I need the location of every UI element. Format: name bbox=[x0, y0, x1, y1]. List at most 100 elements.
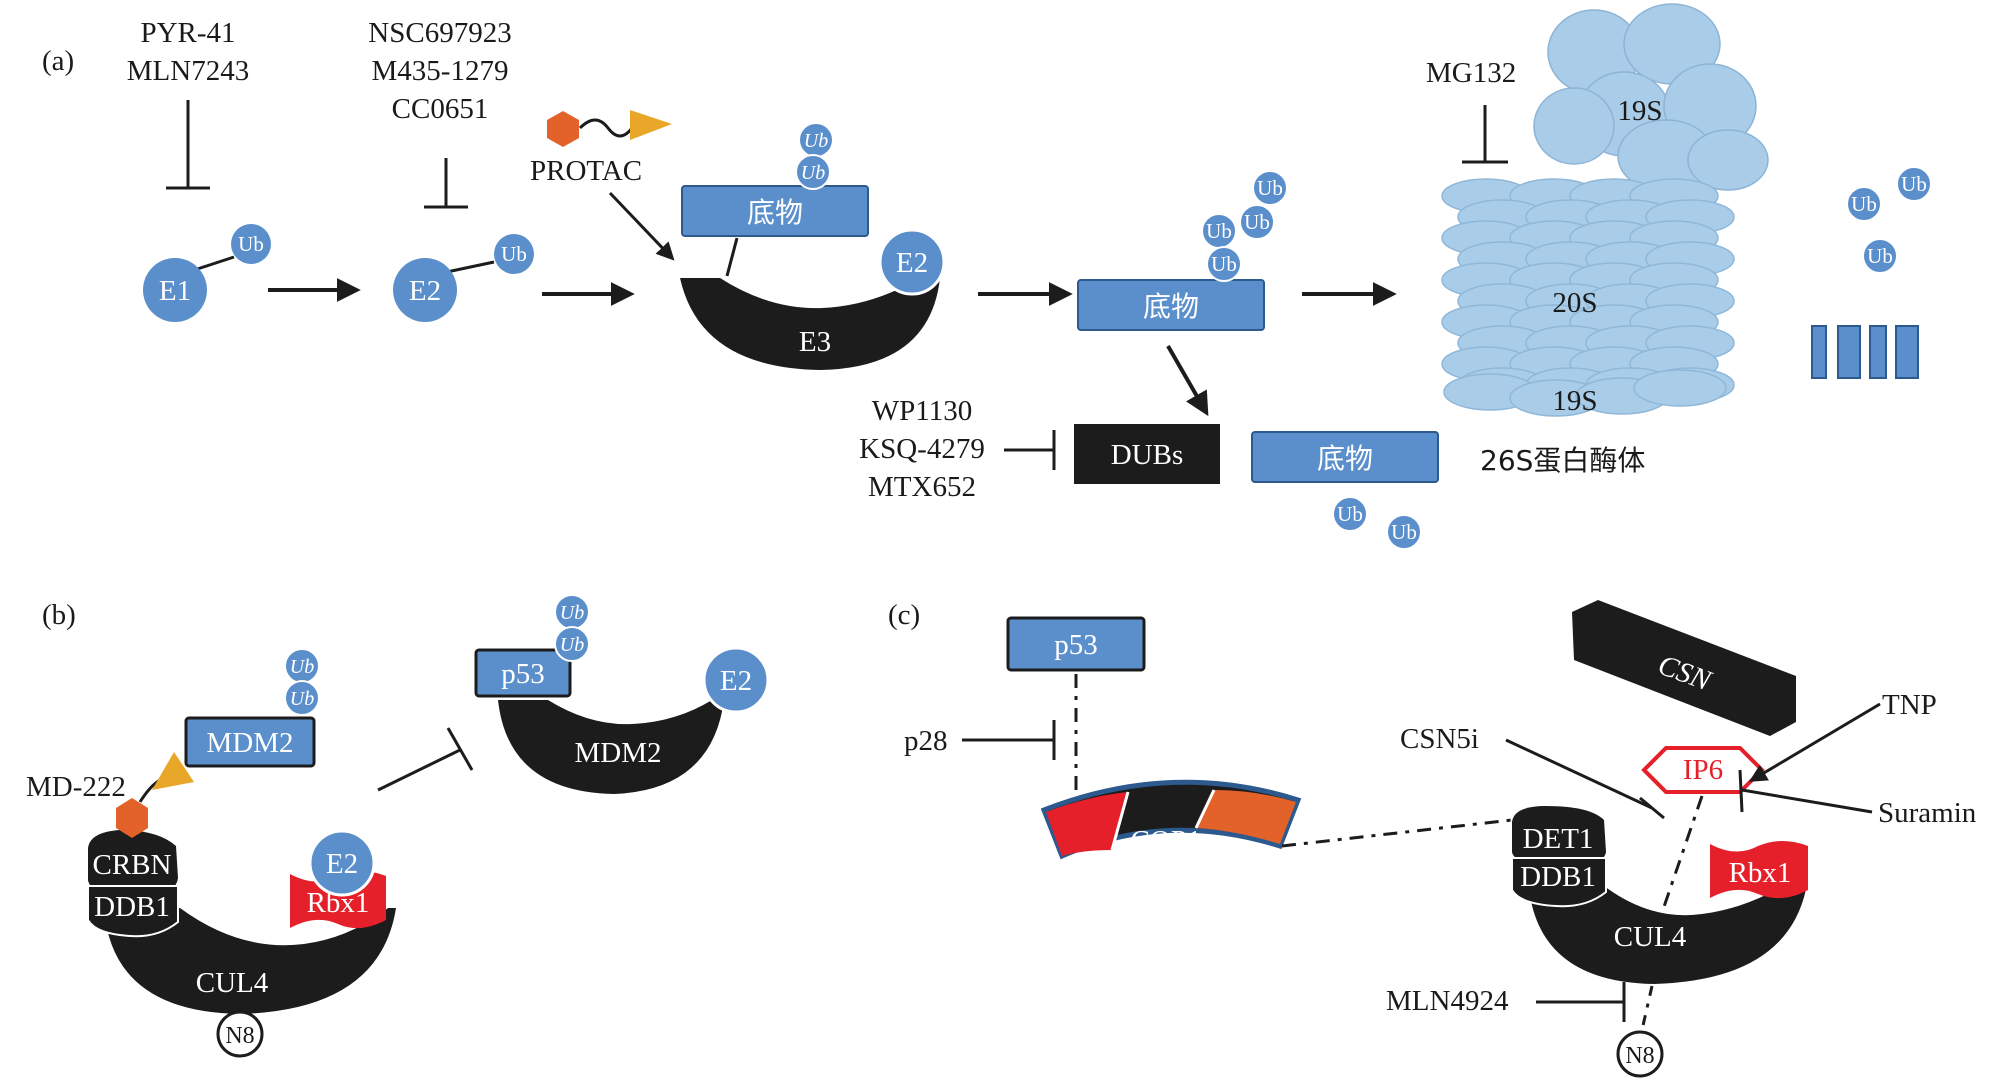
p53-box-c: p53 bbox=[1006, 616, 1146, 672]
nedd8-node: N8 bbox=[1616, 1030, 1664, 1078]
mdm2-e3-complex: MDM2 p53 Ub Ub E2 bbox=[474, 594, 770, 794]
e1-node: E1 Ub bbox=[143, 224, 271, 322]
ubiquitinated-substrate: 底物 Ub Ub Ub Ub bbox=[1077, 170, 1288, 331]
proteasome-subunit bbox=[1633, 369, 1727, 407]
rbx1-label: Rbx1 bbox=[1729, 857, 1792, 889]
inhibition-bar-e2 bbox=[424, 158, 468, 209]
inhibitor-wp1130: WP1130 bbox=[872, 395, 972, 427]
n8-label: N8 bbox=[225, 1023, 254, 1049]
ub-label: Ub bbox=[1337, 502, 1363, 526]
e2-label: E2 bbox=[409, 275, 441, 307]
proteasome-inhibitor-mg132: MG132 bbox=[1426, 57, 1516, 89]
csn-block bbox=[1572, 600, 1796, 736]
inhibition-csn5i bbox=[1505, 738, 1665, 820]
released-ubiquitin: Ub Ub Ub bbox=[1846, 166, 1932, 274]
crbn-label: CRBN bbox=[93, 849, 172, 881]
substrate-box bbox=[681, 185, 869, 237]
inhibition-bar-e1 bbox=[166, 100, 210, 190]
mdm2-label: MDM2 bbox=[206, 727, 293, 759]
protac-ligand-hexagon bbox=[547, 111, 579, 147]
suramin-label: Suramin bbox=[1878, 797, 1977, 829]
mdm2-box bbox=[184, 716, 316, 768]
ub-label: Ub bbox=[1851, 192, 1877, 216]
ub-badge bbox=[795, 154, 831, 190]
crl4-cop1-complex: CUL4 DET1 DDB1 Rbx1 bbox=[1511, 806, 1808, 984]
cop1-orange-segment bbox=[1196, 790, 1296, 844]
dashdot-ip6-cul4 bbox=[1654, 795, 1704, 931]
proteasome-20s-core bbox=[1441, 178, 1735, 417]
ddb1-label: DDB1 bbox=[94, 891, 170, 923]
cul4-crescent bbox=[104, 908, 396, 1014]
peptide-fragments bbox=[1811, 325, 1919, 379]
inhibition-p28 bbox=[962, 720, 1056, 760]
ub-badge bbox=[231, 224, 271, 264]
inhibition-suramin bbox=[1738, 769, 1873, 814]
ub-badge bbox=[554, 626, 590, 662]
e2-label: E2 bbox=[720, 665, 752, 697]
inhibitor-ksq4279: KSQ-4279 bbox=[859, 433, 985, 465]
e2-label: E2 bbox=[896, 247, 928, 279]
substrate-box bbox=[1251, 431, 1439, 483]
deubiquitinated-substrate: 底物 Ub Ub bbox=[1251, 431, 1439, 550]
crbn-block bbox=[88, 830, 178, 896]
ddb1-block bbox=[87, 885, 179, 938]
det1-block bbox=[1512, 806, 1606, 866]
tnp-label: TNP bbox=[1882, 689, 1937, 721]
dubs-box: DUBs bbox=[1074, 424, 1220, 484]
inhibitor-mln7243: MLN7243 bbox=[127, 55, 249, 87]
panel-label-c: (c) bbox=[888, 599, 920, 631]
ub-label: Ub bbox=[1257, 176, 1283, 200]
substrate-box bbox=[1077, 279, 1265, 331]
core-20s-label: 20S bbox=[1552, 287, 1597, 319]
e3-complex: E3 E2 底物 Ub Ub bbox=[680, 122, 946, 370]
mdm2-label: MDM2 bbox=[574, 737, 661, 769]
e3-crescent bbox=[680, 278, 940, 370]
crl4-crbn-complex: CUL4 CRBN DDB1 Rbx1 E2 N8 bbox=[87, 829, 396, 1058]
e2-circle bbox=[308, 829, 376, 897]
cul4-label: CUL4 bbox=[196, 967, 269, 999]
ip6-molecule: IP6 bbox=[1641, 746, 1765, 794]
ub-label: Ub bbox=[1901, 172, 1927, 196]
dubs-label: DUBs bbox=[1111, 439, 1184, 471]
e3-label: E3 bbox=[799, 326, 831, 358]
ub-label: Ub bbox=[801, 162, 825, 184]
cul4-label: CUL4 bbox=[1614, 921, 1687, 953]
p53-label: p53 bbox=[1054, 629, 1098, 661]
csn5i-label: CSN5i bbox=[1400, 723, 1479, 755]
panel-label-b: (b) bbox=[42, 599, 76, 631]
protac-warhead-triangle bbox=[630, 110, 672, 140]
dashdot-cul4-n8 bbox=[1640, 985, 1654, 1031]
e2-circle bbox=[702, 646, 770, 714]
cop1-label: COP1 bbox=[1131, 825, 1202, 857]
inhibition-bar-proteasome bbox=[1462, 105, 1508, 164]
e1-inhibitor-list: PYR-41 MLN7243 bbox=[127, 17, 249, 87]
ub-label: Ub bbox=[1206, 219, 1232, 243]
degrader-triangle bbox=[152, 752, 194, 790]
mdm2-substrate: MDM2 Ub Ub bbox=[184, 648, 320, 768]
protac-label: PROTAC bbox=[530, 155, 642, 187]
e2-label: E2 bbox=[326, 848, 358, 880]
ub-label: Ub bbox=[560, 634, 584, 656]
det1-label: DET1 bbox=[1523, 823, 1594, 855]
dub-inhibitor-list: WP1130 KSQ-4279 MTX652 bbox=[859, 395, 985, 503]
ip6-label: IP6 bbox=[1683, 754, 1723, 786]
ub-label: Ub bbox=[1211, 252, 1237, 276]
inhibitor-pyr41: PYR-41 bbox=[140, 17, 235, 49]
cop1-red-segment bbox=[1046, 792, 1128, 856]
p53-label: p53 bbox=[501, 658, 545, 690]
n8-label: N8 bbox=[1625, 1043, 1654, 1069]
mdm2-crescent bbox=[498, 700, 724, 794]
ub-label: Ub bbox=[1867, 244, 1893, 268]
proteasome-26s-label: 26S蛋白酶体 bbox=[1480, 444, 1645, 477]
substrate-label: 底物 bbox=[1317, 442, 1373, 475]
dashdot-cop1-det1 bbox=[1281, 818, 1513, 848]
ub-badge bbox=[494, 234, 534, 274]
csn-complex: CSN bbox=[1572, 600, 1796, 736]
ub-badge bbox=[1252, 170, 1288, 206]
cul4-crescent bbox=[1528, 878, 1808, 984]
ub-badge bbox=[1206, 246, 1242, 282]
arrow-protac-to-e3 bbox=[608, 191, 675, 261]
md222-degrader: MD-222 bbox=[26, 752, 194, 838]
mln4924-label: MLN4924 bbox=[1386, 985, 1509, 1017]
